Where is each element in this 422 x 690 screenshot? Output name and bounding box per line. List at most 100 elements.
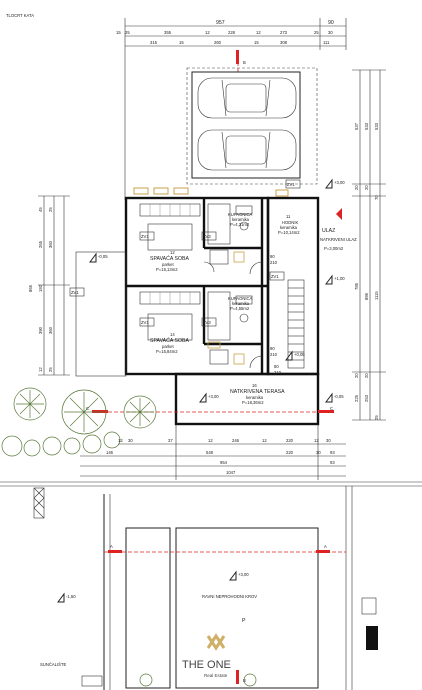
level-right1: +1,00	[334, 276, 345, 281]
dim-right-7: 895	[364, 292, 369, 300]
dim-row3-4: 308	[280, 40, 288, 45]
bath2-area: P=4,55m2	[230, 306, 250, 311]
tag-3: ZV1	[71, 290, 79, 295]
stair-name: NATKRIVENI ULAZ	[320, 237, 357, 242]
bed2-name: SPAVAĆA SOBA	[150, 337, 189, 344]
brand-sub: Real Estate	[204, 673, 228, 678]
dim-b4-0: 1047	[226, 470, 236, 475]
dim-right-6: 785	[354, 282, 359, 290]
opening-1: 210	[270, 260, 278, 265]
level-bl: -1,50	[66, 594, 76, 599]
terrace-no: 16	[252, 383, 257, 388]
terrace-name: NATKRIVENA TERASA	[230, 389, 285, 395]
dim-right-0: 537	[354, 122, 359, 130]
right-dimensions: 537 533 533 20 20 70 785 895 1115 20 20 …	[352, 69, 386, 421]
dim-row2-6: 273	[280, 30, 288, 35]
bed1-floor: parket	[162, 262, 174, 267]
dim-total-top: 957	[216, 20, 225, 26]
trees	[1, 387, 157, 457]
opening-2: 90	[270, 346, 275, 351]
dim-b2-4: 93	[330, 450, 335, 455]
bed1-name: SPAVAĆA SOBA	[150, 255, 189, 262]
dim-left-2: 265	[38, 240, 43, 248]
section-a-left: A	[110, 544, 113, 549]
tag-2: ZV1	[141, 234, 149, 239]
bath2-floor: keramika	[232, 301, 250, 306]
dim-row2-7: 25	[314, 30, 319, 35]
bed2-no: 14	[170, 332, 175, 337]
dim-row2-5: 12	[256, 30, 261, 35]
dim-left-5: 865	[28, 284, 33, 292]
dim-left-0: 45	[38, 207, 43, 212]
section-b-top: B	[243, 60, 246, 65]
hall-name: HODNIK	[282, 220, 298, 225]
hall-area: P=10,14m2	[278, 230, 300, 235]
dim-row2-8: 30	[328, 30, 333, 35]
dim-left-9: 12	[38, 367, 43, 372]
dim-row3-2: 260	[214, 40, 222, 45]
dim-row2-0: 15	[116, 30, 121, 35]
dim-b1-3: 12	[208, 438, 213, 443]
carport	[186, 67, 318, 185]
dim-b3-0: 954	[220, 460, 228, 465]
dim-b1-6: 220	[286, 438, 294, 443]
room-labels: 12 SPAVAĆA SOBA parket P=15,13m2 KUPAONI…	[150, 212, 357, 405]
dim-b2-2: 220	[286, 450, 294, 455]
dim-left-8: 25	[48, 367, 53, 372]
yard-name: RAVNI NEPROHODNI KROV	[202, 594, 257, 599]
stair-area: P=3,00m2	[324, 246, 344, 251]
window-tags: ZV1 ZV3 ZV1 ZV1 ZV3 ZV1 ZV1	[69, 179, 301, 327]
dim-left-4: 192	[38, 284, 43, 292]
level-left: -0,05	[98, 254, 108, 259]
dim-right-8: 1115	[374, 291, 379, 300]
tag-6: ZV1	[271, 274, 279, 279]
bottom-dimensions: 12 30 37 12 246 12 220 12 30 146 548 220…	[80, 424, 346, 480]
section-a-right: A	[324, 544, 327, 549]
dim-left-3: 360	[48, 240, 53, 248]
opening-4: 80	[274, 364, 279, 369]
tree-icon	[123, 395, 157, 429]
yard-letter: P	[242, 618, 246, 624]
dim-row3-1: 15	[179, 40, 184, 45]
dim-b2-0: 146	[106, 450, 114, 455]
dim-row2-1: 25	[125, 30, 130, 35]
dim-row3-0: 315	[150, 40, 158, 45]
entry-name: ULAZ	[322, 228, 335, 234]
tag-1: ZV3	[203, 234, 211, 239]
lower-area: SUNČALIŠTE	[0, 481, 422, 690]
door-openings: 90 210 90 210 80 210	[270, 254, 282, 375]
level-terrace-r: -0,05	[334, 394, 344, 399]
left-dimensions: 45 25 265 360 192 865 360 390 25 12	[28, 195, 70, 376]
dim-b1-0: 12	[118, 438, 123, 443]
brand-name: THE ONE	[182, 659, 231, 671]
opening-0: 90	[270, 254, 275, 259]
dim-right-2: 533	[374, 122, 379, 130]
dim-right-10: 20	[364, 373, 369, 378]
car-icon	[197, 77, 297, 119]
tag-5: ZV1	[141, 320, 149, 325]
floor-title: TLOCRT KATA	[6, 13, 34, 18]
tree-icon	[13, 387, 47, 421]
bed1-area: P=15,13m2	[156, 267, 178, 272]
level-markers: +3,00 +1,00 +0,05 -0,05 +3,00 -0,05 +3,0…	[57, 178, 345, 603]
brand-logo: THE ONE Real Estate	[182, 633, 231, 678]
opening-5: 210	[274, 370, 282, 375]
terrace-floor: keramika	[246, 395, 264, 400]
bed2-area: P=15,84m2	[156, 349, 178, 354]
dim-row2-2: 355	[164, 30, 172, 35]
dim-right-11: 225	[354, 394, 359, 402]
dim-b2-3: 30	[316, 450, 321, 455]
dim-b2-1: 548	[206, 450, 214, 455]
car-icon	[197, 129, 297, 171]
bath1-area: P=4,31m2	[230, 222, 250, 227]
bed1-no: 12	[170, 250, 175, 255]
level-mid: +0,05	[294, 352, 305, 357]
bath1-floor: keramika	[232, 217, 250, 222]
top-dimensions: 957 90 15 25 355 12 228 12 273 25 30 315…	[116, 18, 347, 200]
dim-b3-1: 93	[330, 460, 335, 465]
dim-right-1: 533	[364, 122, 369, 130]
bath1-name: KUPAONICA	[228, 212, 253, 217]
dim-right-9: 20	[354, 373, 359, 378]
tree-icon	[61, 389, 107, 435]
